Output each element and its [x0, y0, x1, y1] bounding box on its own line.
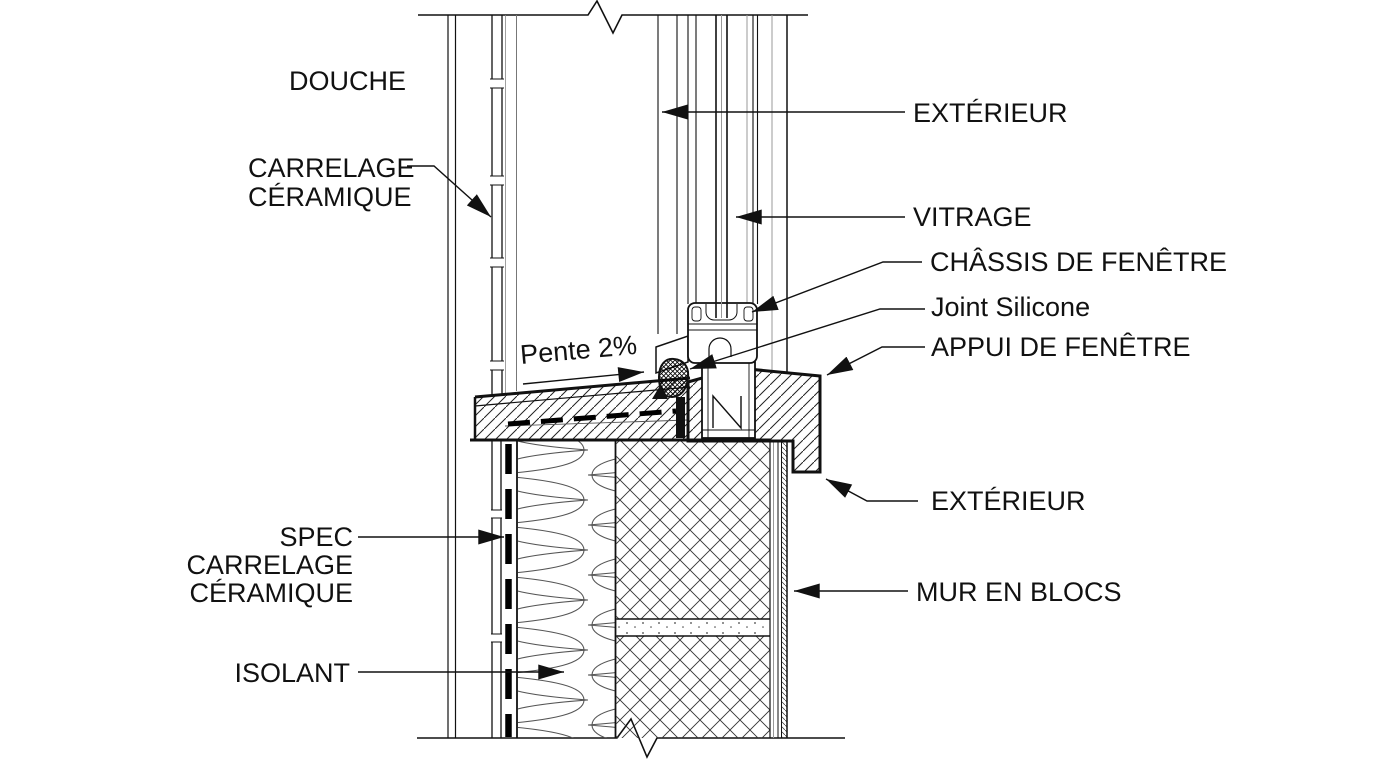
label-carrelage-line1: CARRELAGE — [248, 153, 415, 183]
slope-direction-arrow — [522, 367, 645, 385]
label-appui: APPUI DE FENÊTRE — [931, 331, 1191, 362]
leader-chassis — [751, 261, 922, 313]
leader-appui — [826, 346, 925, 376]
leader-lines — [358, 104, 925, 680]
label-spec-line1: SPEC — [279, 522, 353, 552]
top-cut-line — [418, 0, 808, 35]
screed-base-line — [504, 419, 689, 427]
label-exterieur-haut: EXTÉRIEUR — [913, 98, 1068, 128]
tile-joint — [490, 78, 504, 89]
tile-joint — [490, 175, 504, 186]
render-hatch — [781, 441, 787, 738]
window-glazing-lines — [657, 15, 788, 374]
label-exterieur-bas: EXTÉRIEUR — [931, 486, 1086, 516]
label-vitrage: VITRAGE — [913, 202, 1032, 232]
membrane-bar — [676, 397, 685, 438]
label-joint-silicone: Joint Silicone — [931, 292, 1090, 322]
frame-lower-profile — [701, 361, 756, 439]
label-isolant: ISOLANT — [234, 658, 350, 688]
glass-unit — [715, 15, 728, 318]
silicone-bead — [657, 357, 690, 399]
sill-tile-underside — [474, 386, 691, 407]
glass-seat-dish — [705, 304, 738, 321]
sill-tile-surface — [474, 376, 691, 399]
tile-joint — [491, 633, 502, 643]
tile-joint — [491, 509, 502, 519]
packer-mark — [712, 394, 742, 430]
insulation-fill — [518, 441, 615, 738]
frame-sash-profile — [687, 302, 758, 364]
label-carrelage-line2: CÉRAMIQUE — [248, 182, 412, 212]
label-spec-line3: CÉRAMIQUE — [189, 578, 353, 608]
mortar-band — [616, 618, 770, 637]
label-pente: Pente 2% — [519, 330, 638, 370]
silicone-joint — [652, 357, 690, 438]
lower-wall — [491, 440, 788, 738]
tile-joint — [490, 257, 504, 268]
window-frame — [655, 302, 758, 439]
waterproof-membrane-sloped — [507, 408, 677, 427]
leader-exterieur-bas — [825, 478, 918, 502]
label-chassis: CHÂSSIS DE FENÊTRE — [930, 246, 1227, 277]
interior-sloped-sill — [473, 376, 691, 440]
block-wall-fill — [616, 441, 770, 738]
label-spec-line2: CARRELAGE — [186, 550, 353, 580]
tile-joints-upper — [490, 78, 504, 371]
leader-joint-silicone — [689, 308, 925, 370]
label-douche: DOUCHE — [289, 66, 406, 96]
label-mur-en-blocs: MUR EN BLOCS — [916, 577, 1122, 607]
gasket-arch — [708, 337, 732, 357]
tile-joint — [490, 360, 504, 371]
leader-carrelage — [407, 165, 492, 218]
